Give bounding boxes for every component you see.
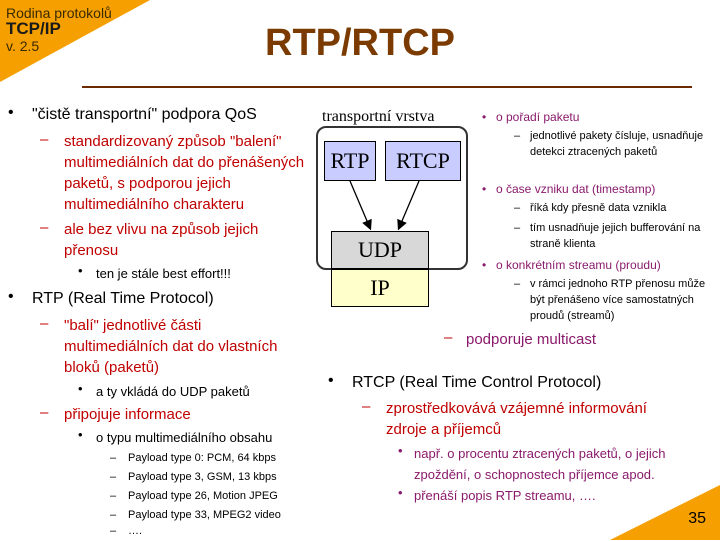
- dash-icon: –: [362, 398, 371, 415]
- arrow-rtp-udp: [349, 180, 372, 231]
- arrows-to-udp: [349, 180, 420, 231]
- payload-item: ….: [128, 525, 143, 537]
- bullet-dot-icon: •: [398, 485, 403, 500]
- corner-decoration-top-left: [0, 0, 150, 82]
- dash-icon: –: [444, 329, 453, 346]
- dash-icon: –: [514, 130, 521, 142]
- dash-icon: –: [110, 471, 117, 483]
- rtp-info-stream: o konkrétním streamu (proudu): [496, 258, 661, 272]
- rtp-info-order: o pořadí paketu: [496, 110, 580, 124]
- dash-icon: –: [110, 490, 117, 502]
- note-best-effort: ten je stále best effort!!!: [96, 266, 231, 281]
- note-udp: a ty vkládá do UDP paketů: [96, 384, 250, 399]
- rtp-info-order-detail: jednotlivé pakety čísluje, usnadňuje det…: [530, 130, 704, 158]
- bullet-dot-icon: •: [328, 372, 334, 389]
- rtp-box: RTP: [324, 141, 376, 181]
- dash-icon: –: [514, 202, 521, 214]
- bullet-dot-icon: •: [482, 110, 487, 124]
- bullet-dot-icon: •: [78, 381, 83, 396]
- dash-icon: –: [40, 219, 49, 236]
- diagram-label: transportní vrstva: [322, 108, 435, 125]
- sub-bullet-no-influence: ale bez vlivu na způsob jejich přenosu: [64, 221, 259, 259]
- bullet-dot-icon: •: [8, 288, 14, 305]
- page-number: 35: [688, 510, 706, 527]
- sub-bullet-packs: "balí" jednotlivé části multimediálních …: [64, 317, 278, 376]
- dash-icon: –: [514, 278, 521, 290]
- sub-bullet-packaging: standardizovaný způsob "balení" multimed…: [64, 133, 305, 213]
- payload-item: Payload type 26, Motion JPEG: [128, 490, 278, 502]
- bullet-dot-icon: •: [482, 258, 487, 272]
- dash-icon: –: [110, 452, 117, 464]
- dash-icon: –: [40, 404, 49, 421]
- udp-box: UDP: [331, 231, 429, 269]
- note-rtcp-description: přenáší popis RTP streamu, ….: [414, 488, 596, 503]
- slide-title: RTP/RTCP: [265, 22, 455, 64]
- bullet-qos: "čistě transportní" podpora QoS: [32, 106, 257, 123]
- brand-line-1: Rodina protokolů: [6, 5, 112, 21]
- arrow-rtcp-udp: [397, 180, 420, 231]
- rtp-info-timestamp-detail1: říká kdy přesně data vznikla: [530, 202, 667, 214]
- dash-icon: –: [110, 509, 117, 521]
- bullet-dot-icon: •: [78, 427, 83, 442]
- sub-bullet-rtcp-informs: zprostředkovává vzájemné informování zdr…: [386, 400, 647, 438]
- payload-item: Payload type 3, GSM, 13 kbps: [128, 471, 277, 483]
- bullet-dot-icon: •: [482, 182, 487, 196]
- title-divider: [82, 86, 692, 88]
- note-rtcp-stats: např. o procentu ztracených paketů, o je…: [414, 446, 666, 482]
- dash-icon: –: [110, 525, 117, 537]
- dash-icon: –: [514, 222, 521, 234]
- sub-bullet-info: připojuje informace: [64, 406, 191, 423]
- bullet-dot-icon: •: [398, 443, 403, 458]
- note-content-type: o typu multimediálního obsahu: [96, 430, 273, 445]
- rtp-info-stream-detail: v rámci jednoho RTP přenosu může být pře…: [530, 278, 706, 322]
- brand-version: v. 2.5: [6, 38, 40, 54]
- dash-icon: –: [40, 315, 49, 332]
- bullet-rtp: RTP (Real Time Protocol): [32, 290, 214, 307]
- corner-decoration-bottom-right: [610, 485, 720, 540]
- rtp-info-timestamp-detail2: tím usnadňuje jejich bufferování na stra…: [530, 222, 701, 250]
- payload-item: Payload type 0: PCM, 64 kbps: [128, 452, 276, 464]
- dash-icon: –: [40, 131, 49, 148]
- brand-line-2: TCP/IP: [6, 19, 61, 38]
- bullet-dot-icon: •: [8, 104, 14, 121]
- payload-item: Payload type 33, MPEG2 video: [128, 509, 281, 521]
- ip-box: IP: [331, 269, 429, 307]
- sub-bullet-multicast: podporuje multicast: [466, 331, 597, 348]
- rtcp-box: RTCP: [385, 141, 461, 181]
- bullet-dot-icon: •: [78, 263, 83, 278]
- rtp-info-timestamp: o čase vzniku dat (timestamp): [496, 182, 656, 196]
- bullet-rtcp: RTCP (Real Time Control Protocol): [352, 374, 602, 391]
